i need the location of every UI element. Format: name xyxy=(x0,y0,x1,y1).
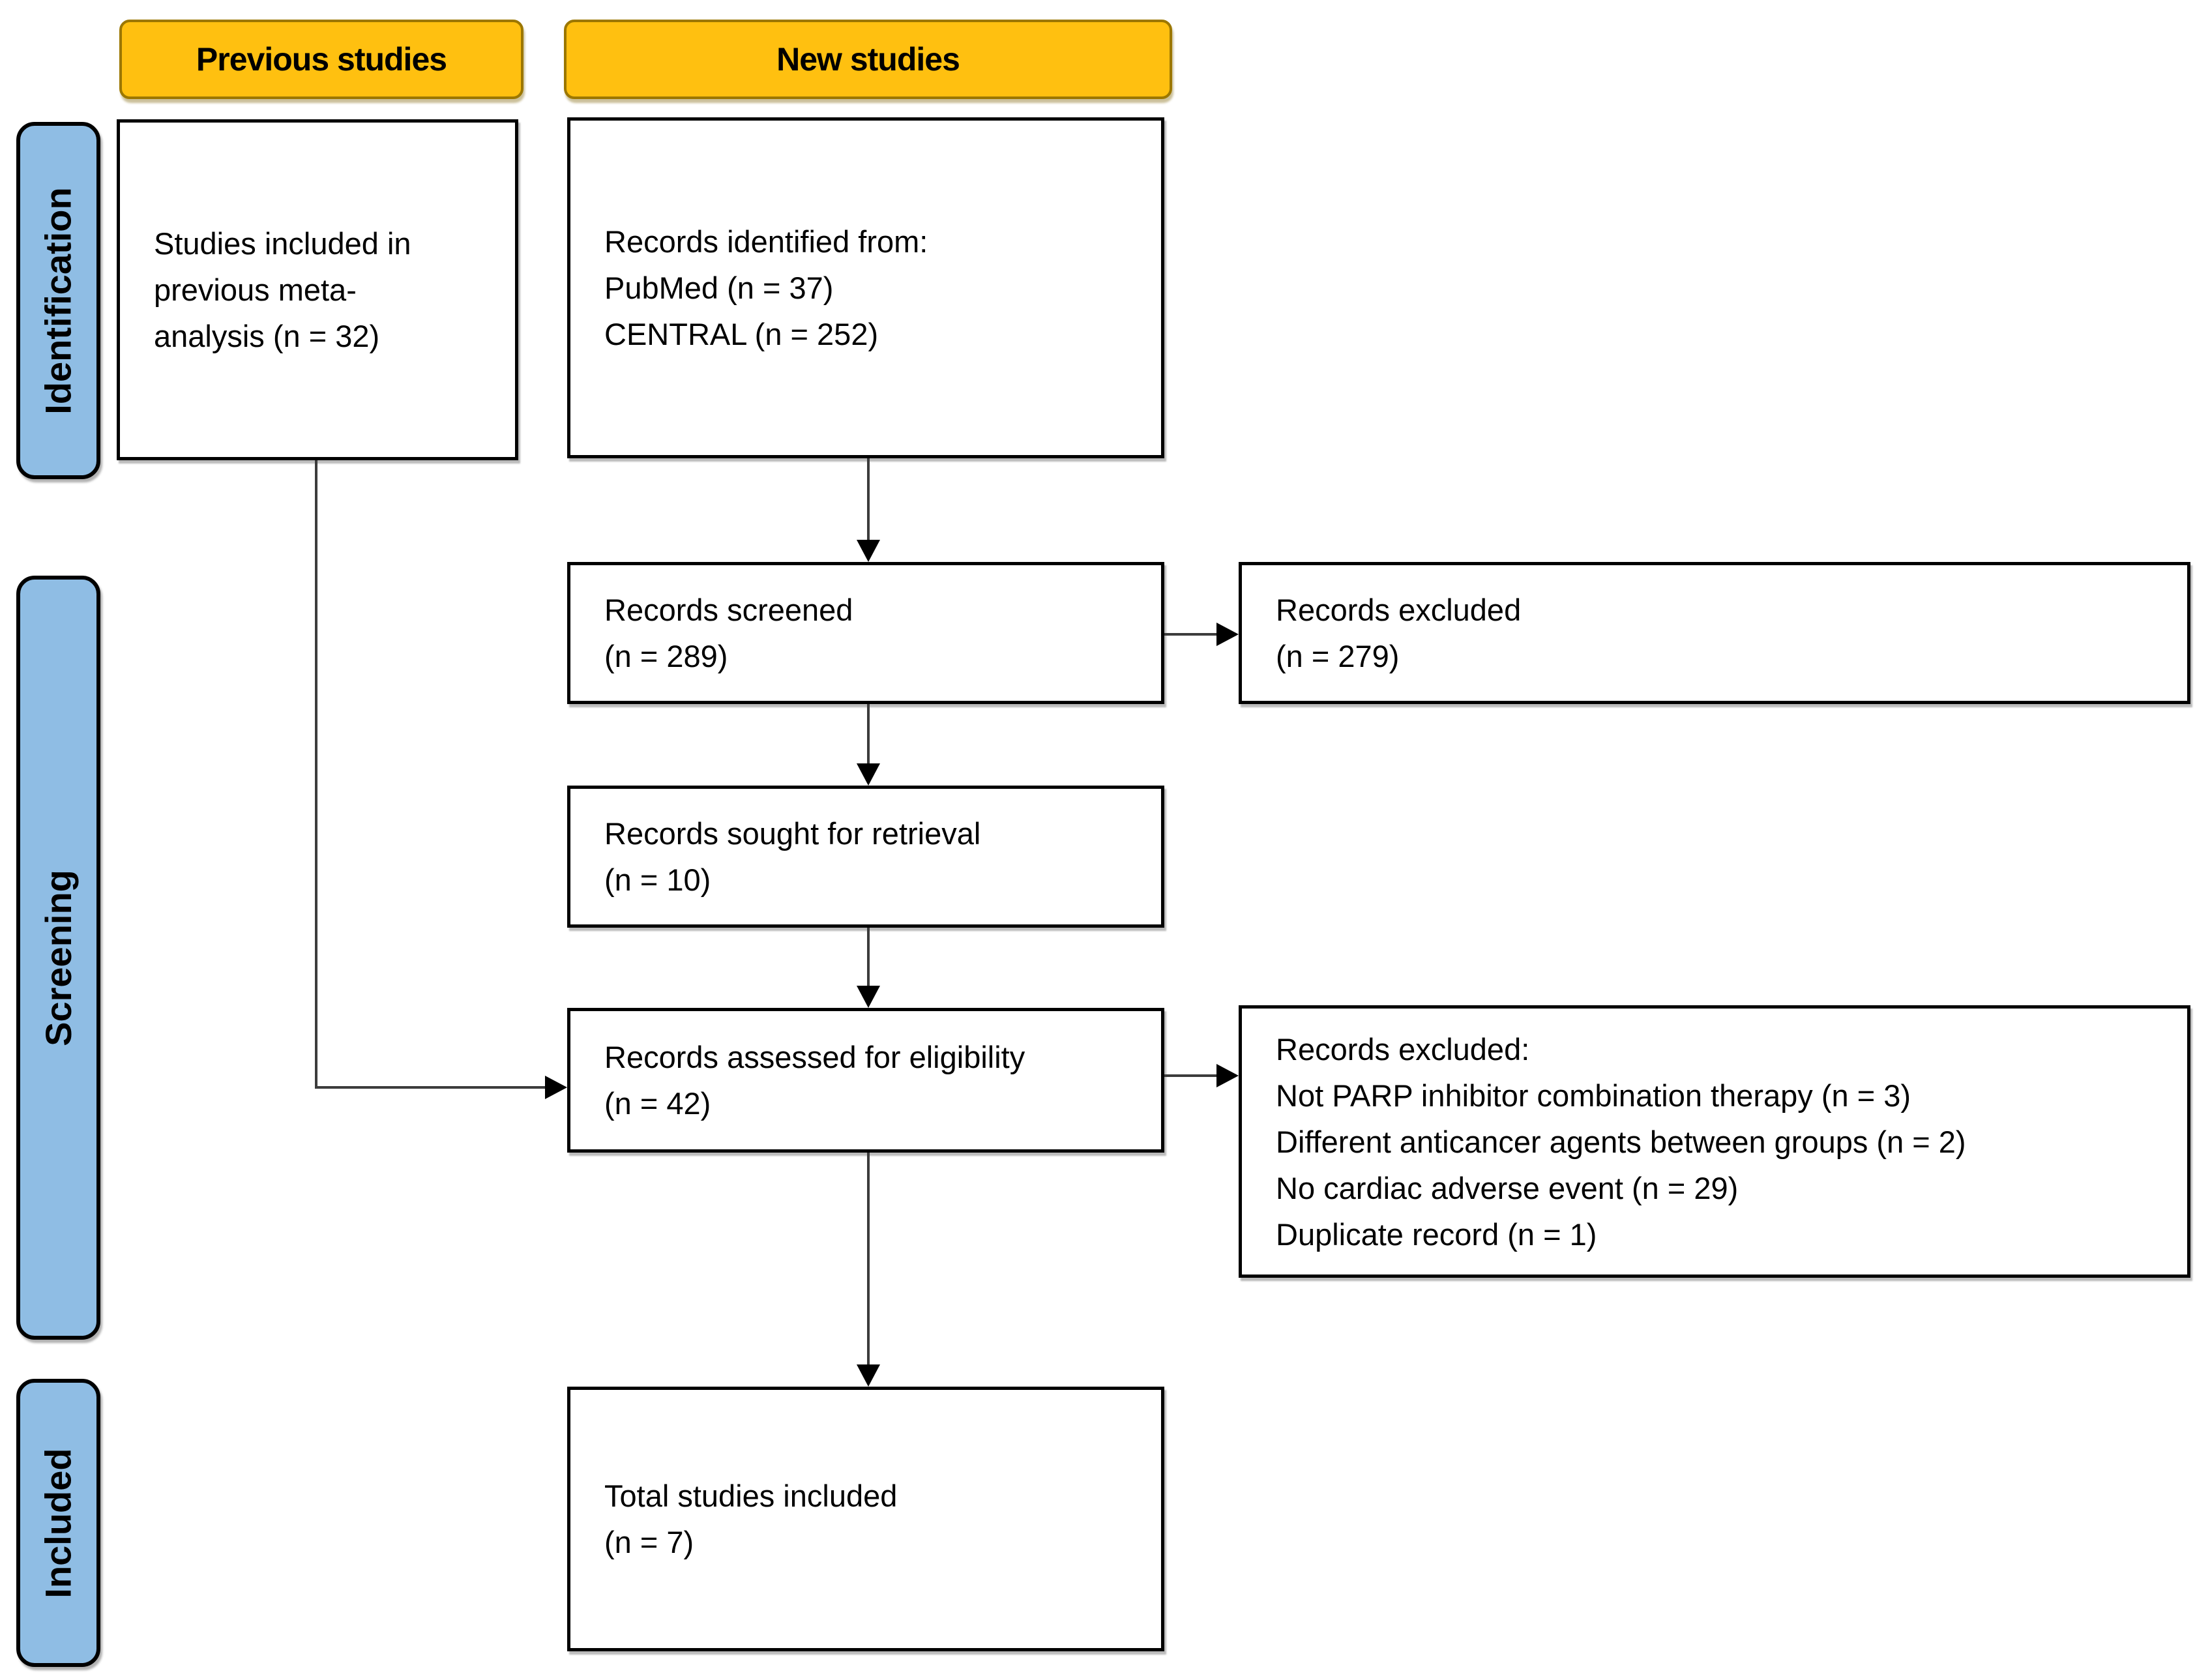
stage-bar-screening: Screening xyxy=(16,576,100,1340)
box-text-line: Total studies included xyxy=(604,1479,898,1513)
box-text-line: Records excluded: xyxy=(1276,1031,1530,1067)
arrowhead-identified-to-screened xyxy=(857,540,880,562)
arrowhead-sought-to-assessed xyxy=(857,986,880,1008)
arrow-previous-meta-elbow-horizontal xyxy=(315,1086,548,1089)
box-records-assessed: Records assessed for eligibility (n = 42… xyxy=(567,1008,1164,1153)
arrowhead-assessed-to-total xyxy=(857,1364,880,1387)
arrow-sought-to-assessed xyxy=(867,928,870,988)
box-records-excluded-screening: Records excluded (n = 279) xyxy=(1239,562,2190,704)
box-records-sought: Records sought for retrieval (n = 10) xyxy=(567,786,1164,928)
box-text-line: Records screened xyxy=(604,593,853,627)
box-records-identified: Records identified from: PubMed (n = 37)… xyxy=(567,117,1164,458)
header-previous-studies-label: Previous studies xyxy=(196,41,447,78)
arrow-assessed-to-excluded xyxy=(1164,1074,1219,1077)
box-text-line: (n = 42) xyxy=(604,1086,711,1121)
box-text-line: (n = 279) xyxy=(1276,639,1400,673)
box-text-line: Records excluded xyxy=(1276,593,1522,627)
box-text-line: (n = 7) xyxy=(604,1525,694,1559)
arrow-assessed-to-total xyxy=(867,1153,870,1367)
arrow-screened-to-sought xyxy=(867,704,870,766)
arrowhead-screened-to-sought xyxy=(857,763,880,786)
stage-bar-included: Included xyxy=(16,1379,100,1667)
box-records-screened: Records screened (n = 289) xyxy=(567,562,1164,704)
stage-label-screening: Screening xyxy=(38,869,80,1046)
box-total-studies-included: Total studies included (n = 7) xyxy=(567,1387,1164,1651)
box-previous-meta-analysis: Studies included in previous meta- analy… xyxy=(117,119,518,460)
header-previous-studies: Previous studies xyxy=(119,20,523,99)
arrowhead-assessed-to-excluded xyxy=(1216,1064,1239,1087)
box-text-line: Different anticancer agents between grou… xyxy=(1276,1124,1966,1159)
box-text-line: PubMed (n = 37) xyxy=(604,271,834,305)
arrowhead-screened-to-excluded xyxy=(1216,623,1239,646)
arrowhead-previous-meta-to-assessed xyxy=(545,1076,567,1099)
box-text-line: Records assessed for eligibility xyxy=(604,1040,1025,1074)
stage-bar-identification: Identification xyxy=(16,122,100,479)
box-text-line: previous meta- xyxy=(154,273,357,307)
box-text-line: Records sought for retrieval xyxy=(604,816,981,851)
box-text-line: analysis (n = 32) xyxy=(154,319,380,353)
box-text-line: Studies included in xyxy=(154,226,411,261)
box-text-line: (n = 10) xyxy=(604,862,711,897)
box-text-line: Not PARP inhibitor combination therapy (… xyxy=(1276,1078,1911,1113)
stage-label-identification: Identification xyxy=(38,186,80,415)
header-new-studies: New studies xyxy=(564,20,1172,99)
box-text-line: No cardiac adverse event (n = 29) xyxy=(1276,1170,1739,1205)
stage-label-included: Included xyxy=(38,1447,80,1599)
arrow-screened-to-excluded xyxy=(1164,633,1219,636)
header-new-studies-label: New studies xyxy=(776,41,960,78)
box-text-line: (n = 289) xyxy=(604,639,728,673)
box-records-excluded-eligibility: Records excluded: Not PARP inhibitor com… xyxy=(1239,1005,2190,1278)
box-text-line: Duplicate record (n = 1) xyxy=(1276,1216,1597,1252)
box-text-line: CENTRAL (n = 252) xyxy=(604,317,879,351)
arrow-identified-to-screened xyxy=(867,458,870,542)
box-text-line: Records identified from: xyxy=(604,224,928,259)
arrow-previous-meta-elbow-vertical xyxy=(315,460,317,1089)
